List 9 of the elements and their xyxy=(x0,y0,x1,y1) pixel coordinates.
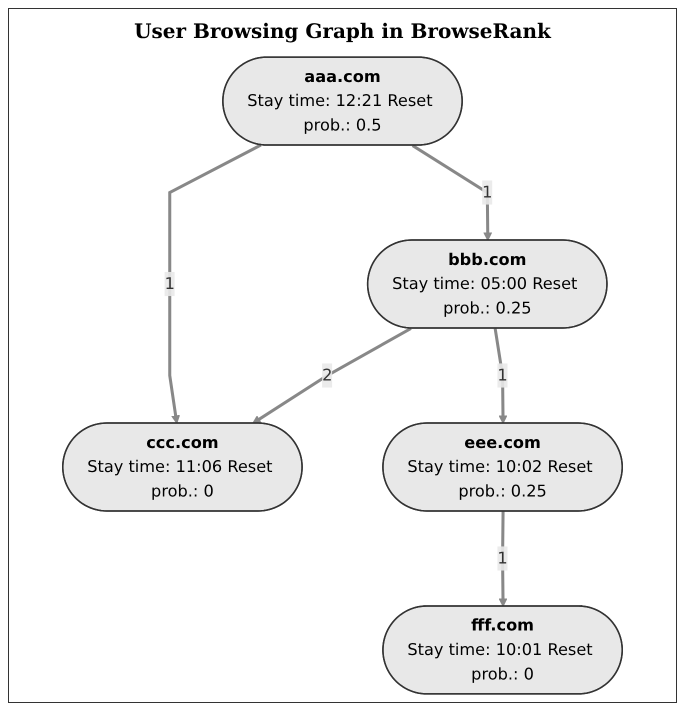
edge-label: 1 xyxy=(482,182,492,202)
diagram-title: User Browsing Graph in BrowseRank xyxy=(134,19,551,43)
arrow xyxy=(412,144,492,241)
edge-label: 2 xyxy=(322,365,332,385)
edge-label: 1 xyxy=(497,548,508,568)
edge-label: 1 xyxy=(497,365,508,385)
arrow xyxy=(252,327,412,424)
edge-label: 1 xyxy=(164,274,175,294)
arrow xyxy=(168,144,262,424)
